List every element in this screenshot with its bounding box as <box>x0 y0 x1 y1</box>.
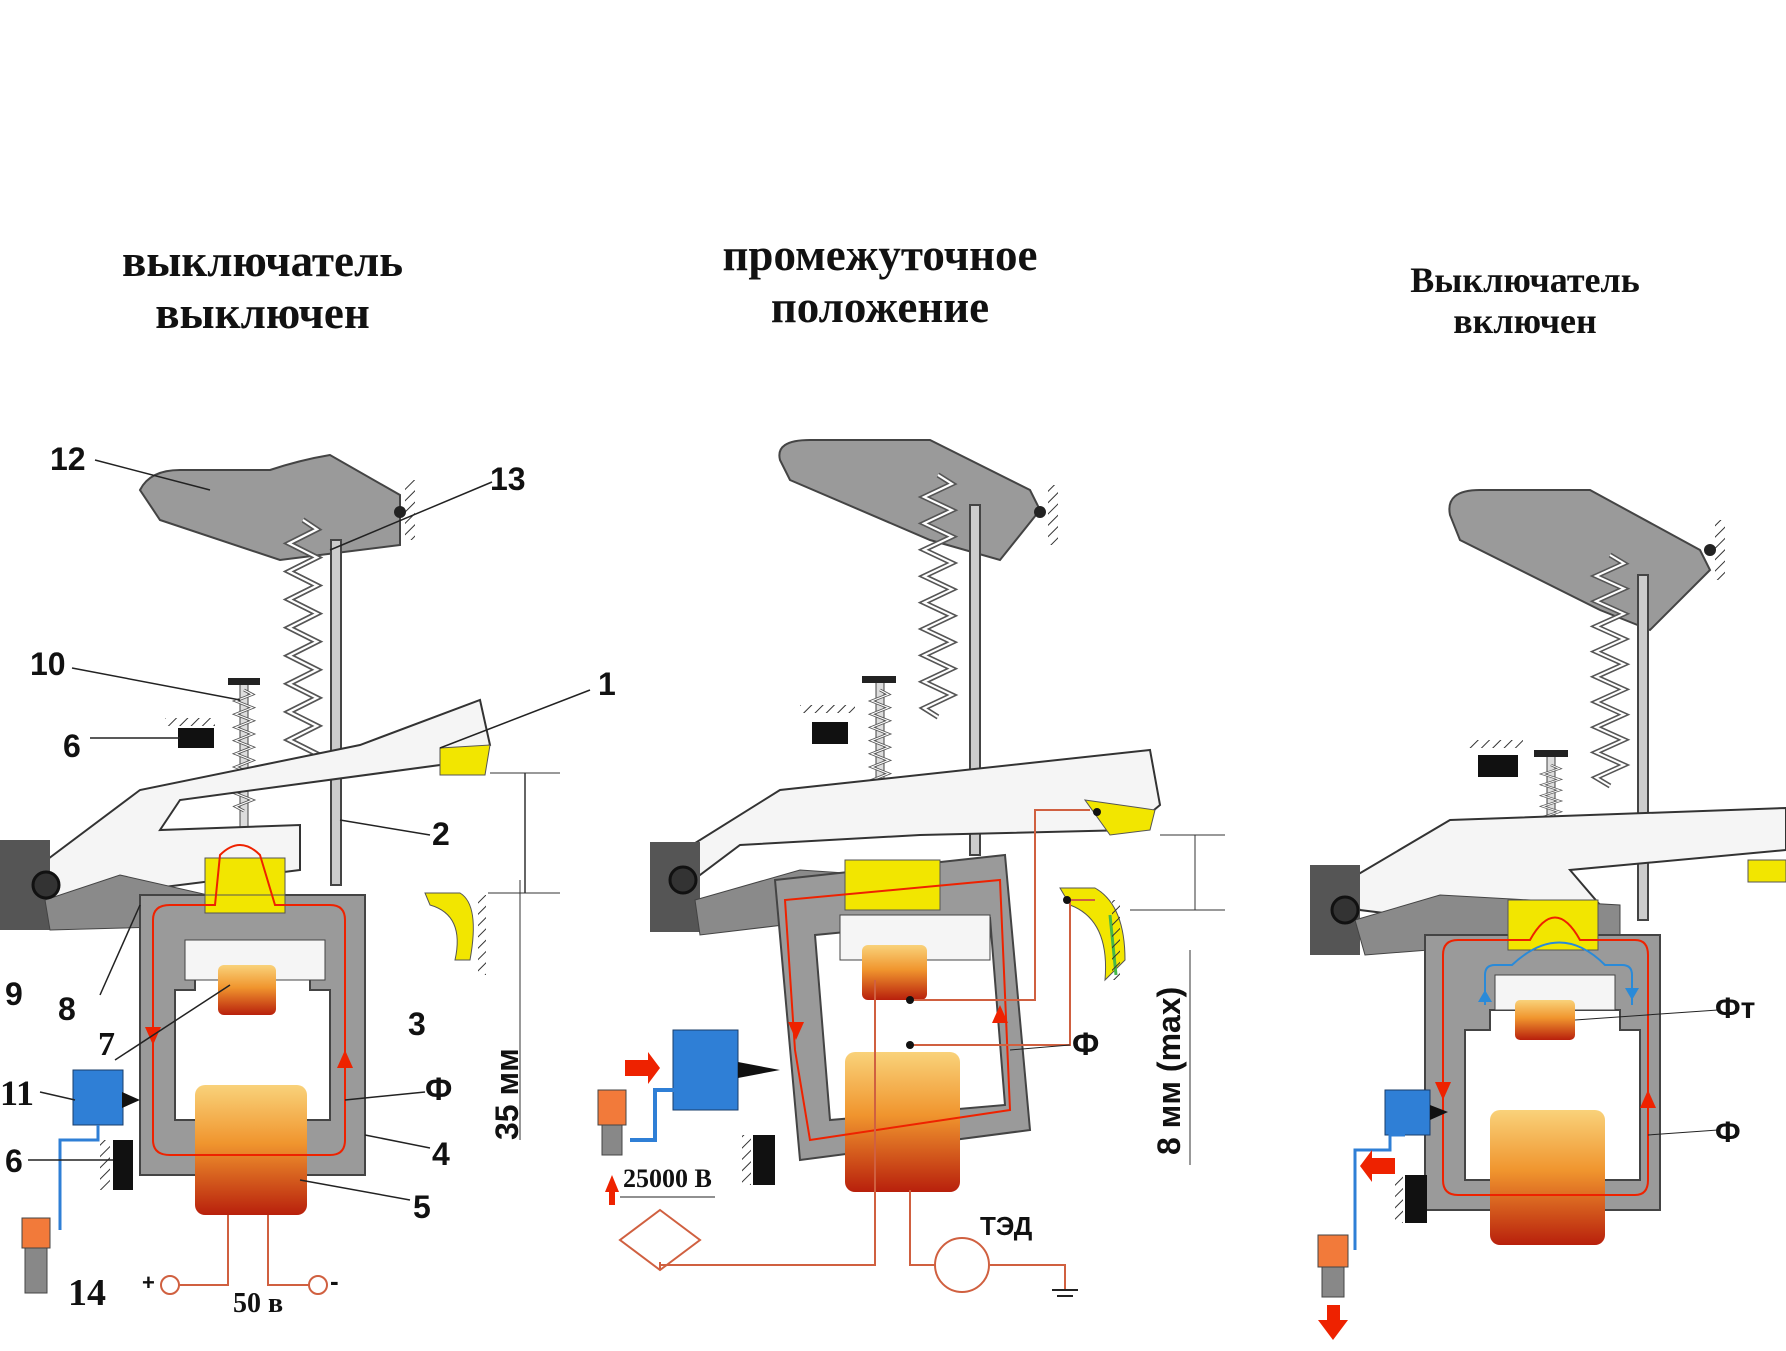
label-13: 13 <box>490 461 526 497</box>
label-6-lower: 6 <box>5 1143 23 1179</box>
traction-motor <box>934 1237 990 1293</box>
label-minus: - <box>330 1266 339 1296</box>
pivot-9 <box>31 870 61 900</box>
label-50v: 50 в <box>233 1288 283 1319</box>
labels: 12 13 10 1 6 2 9 8 3 7 11 Ф 6 4 5 14 + -… <box>0 441 1755 1319</box>
label-8mm-max: 8 мм (max) <box>1151 987 1187 1155</box>
label-phi-2: Ф <box>1072 1026 1099 1062</box>
title-switch-off: выключатель выключен <box>121 236 404 338</box>
label-25000v: 25000 В <box>623 1164 712 1193</box>
label-7: 7 <box>98 1026 115 1063</box>
label-1: 1 <box>598 666 616 702</box>
label-phi-t: Фт <box>1715 992 1755 1025</box>
label-5: 5 <box>413 1189 431 1225</box>
label-11: 11 <box>0 1073 34 1113</box>
label-ted: ТЭД <box>980 1211 1033 1241</box>
label-phi-3: Ф <box>1715 1116 1741 1149</box>
label-10: 10 <box>30 646 66 682</box>
label-2: 2 <box>432 816 450 852</box>
label-phi-1: Ф <box>425 1071 452 1107</box>
panel-on <box>1310 489 1786 1340</box>
solenoid-14 <box>21 1217 51 1249</box>
label-plus: + <box>142 1270 155 1295</box>
panel-off <box>0 453 591 1295</box>
label-35mm: 35 мм <box>489 1048 525 1140</box>
label-8: 8 <box>58 991 76 1027</box>
top-lever <box>138 453 401 562</box>
label-14: 14 <box>68 1272 106 1314</box>
label-9: 9 <box>5 976 23 1012</box>
title-switch-on: Выключатель включен <box>1410 260 1640 342</box>
coil-7 <box>218 965 276 1015</box>
panel-intermediate <box>597 439 1225 1297</box>
coil-5 <box>195 1085 307 1215</box>
label-12: 12 <box>50 441 86 477</box>
title-intermediate: промежуточное положение <box>722 230 1038 332</box>
label-4: 4 <box>432 1136 450 1172</box>
valve-11 <box>72 1069 124 1126</box>
label-3: 3 <box>408 1006 426 1042</box>
label-6-upper: 6 <box>63 728 81 764</box>
rod <box>330 539 342 886</box>
